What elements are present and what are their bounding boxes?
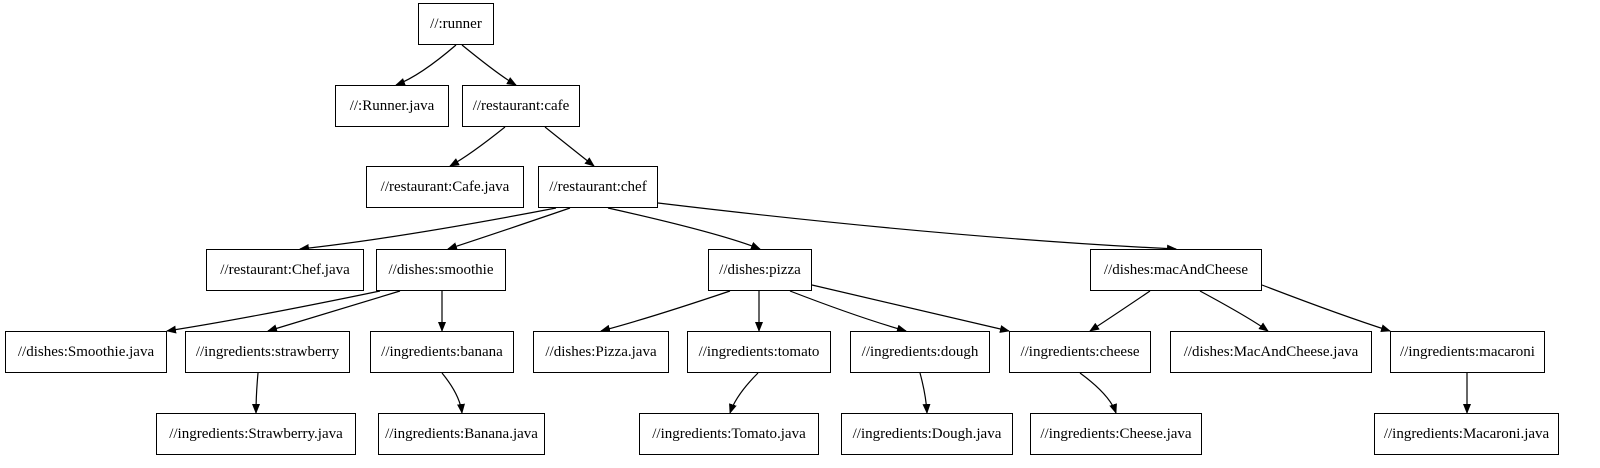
graph-node-runner[interactable]: //:runner — [418, 3, 494, 45]
graph-node-ing_dough[interactable]: //ingredients:dough — [850, 331, 990, 373]
graph-node-banana_java[interactable]: //ingredients:Banana.java — [378, 413, 545, 455]
graph-node-runner_java[interactable]: //:Runner.java — [335, 85, 449, 127]
edge-dishes_pizza-to-ing_cheese — [811, 284, 1010, 333]
graph-node-label: //ingredients:macaroni — [1400, 343, 1535, 360]
edge-restaurant_chef-to-dishes_smoothie — [447, 207, 571, 251]
edge-runner-to-runner_java — [395, 44, 457, 86]
graph-node-label: //ingredients:Macaroni.java — [1383, 425, 1550, 442]
graph-node-dishes_mac[interactable]: //dishes:macAndCheese — [1090, 249, 1262, 291]
graph-node-label: //ingredients:cheese — [1020, 343, 1140, 360]
graph-node-label: //dishes:macAndCheese — [1103, 261, 1249, 278]
graph-node-cheese_java[interactable]: //ingredients:Cheese.java — [1030, 413, 1202, 455]
graph-node-dough_java[interactable]: //ingredients:Dough.java — [841, 413, 1013, 455]
graph-node-label: //restaurant:cafe — [472, 97, 570, 114]
edge-ing_tomato-to-tomato_java — [729, 372, 759, 414]
graph-node-tomato_java[interactable]: //ingredients:Tomato.java — [639, 413, 819, 455]
graph-node-ing_cheese[interactable]: //ingredients:cheese — [1009, 331, 1151, 373]
graph-node-ing_strawberry[interactable]: //ingredients:strawberry — [185, 331, 350, 373]
graph-node-dishes_smoothie[interactable]: //dishes:smoothie — [376, 249, 506, 291]
graph-node-label: //ingredients:dough — [861, 343, 979, 360]
edge-dishes_pizza-to-ing_dough — [789, 290, 907, 333]
graph-node-restaurant_chef[interactable]: //restaurant:chef — [538, 166, 658, 208]
graph-node-label: //ingredients:tomato — [698, 343, 820, 360]
edge-restaurant_cafe-to-restaurant_chef — [544, 126, 595, 167]
graph-node-smoothie_java[interactable]: //dishes:Smoothie.java — [5, 331, 167, 373]
edge-restaurant_cafe-to-cafe_java — [449, 126, 506, 167]
edge-restaurant_chef-to-chef_java — [299, 207, 557, 252]
graph-node-ing_banana[interactable]: //ingredients:banana — [370, 331, 514, 373]
graph-node-pizza_java[interactable]: //dishes:Pizza.java — [533, 331, 669, 373]
graph-node-restaurant_cafe[interactable]: //restaurant:cafe — [462, 85, 580, 127]
edge-dishes_mac-to-ing_macaroni — [1261, 284, 1391, 333]
edge-ing_banana-to-banana_java — [441, 372, 465, 414]
graph-node-label: //dishes:Pizza.java — [545, 343, 657, 360]
edge-runner-to-restaurant_cafe — [461, 44, 517, 86]
edge-restaurant_chef-to-dishes_pizza — [607, 207, 761, 250]
graph-node-dishes_pizza[interactable]: //dishes:pizza — [708, 249, 812, 291]
graph-node-label: //:Runner.java — [349, 97, 435, 114]
graph-node-label: //ingredients:banana — [381, 343, 503, 360]
edge-dishes_mac-to-ing_cheese — [1089, 290, 1151, 332]
edge-dishes_pizza-to-pizza_java — [600, 290, 731, 333]
edge-dishes_smoothie-to-smoothie_java — [166, 290, 381, 334]
graph-node-label: //restaurant:chef — [549, 178, 647, 195]
graph-node-ing_tomato[interactable]: //ingredients:tomato — [687, 331, 831, 373]
graph-node-label: //dishes:Smoothie.java — [17, 343, 155, 360]
graph-node-label: //:runner — [430, 15, 482, 32]
graph-node-cafe_java[interactable]: //restaurant:Cafe.java — [366, 166, 524, 208]
edge-dishes_smoothie-to-ing_strawberry — [267, 290, 401, 333]
graph-node-strawberry_java[interactable]: //ingredients:Strawberry.java — [156, 413, 356, 455]
graph-node-ing_macaroni[interactable]: //ingredients:macaroni — [1390, 331, 1545, 373]
graph-node-label: //restaurant:Cafe.java — [380, 178, 510, 195]
graph-node-label: //ingredients:Strawberry.java — [169, 425, 343, 442]
graph-node-label: //ingredients:Banana.java — [385, 425, 538, 442]
edge-dishes_mac-to-mac_java — [1199, 290, 1269, 332]
graph-node-macaroni_java[interactable]: //ingredients:Macaroni.java — [1374, 413, 1559, 455]
graph-node-label: //ingredients:Cheese.java — [1040, 425, 1192, 442]
graph-node-label: //dishes:MacAndCheese.java — [1183, 343, 1359, 360]
graph-node-mac_java[interactable]: //dishes:MacAndCheese.java — [1170, 331, 1372, 373]
graph-node-label: //ingredients:Dough.java — [852, 425, 1002, 442]
edge-ing_cheese-to-cheese_java — [1079, 372, 1117, 414]
edge-restaurant_chef-to-dishes_mac — [657, 202, 1177, 253]
graph-node-label: //dishes:smoothie — [388, 261, 494, 278]
edge-ing_strawberry-to-strawberry_java — [252, 372, 261, 414]
graph-node-label: //restaurant:Chef.java — [220, 261, 350, 278]
graph-node-label: //ingredients:Tomato.java — [652, 425, 806, 442]
edge-ing_dough-to-dough_java — [919, 372, 931, 414]
graph-node-chef_java[interactable]: //restaurant:Chef.java — [206, 249, 364, 291]
graph-node-label: //ingredients:strawberry — [195, 343, 340, 360]
graph-node-label: //dishes:pizza — [719, 261, 801, 278]
